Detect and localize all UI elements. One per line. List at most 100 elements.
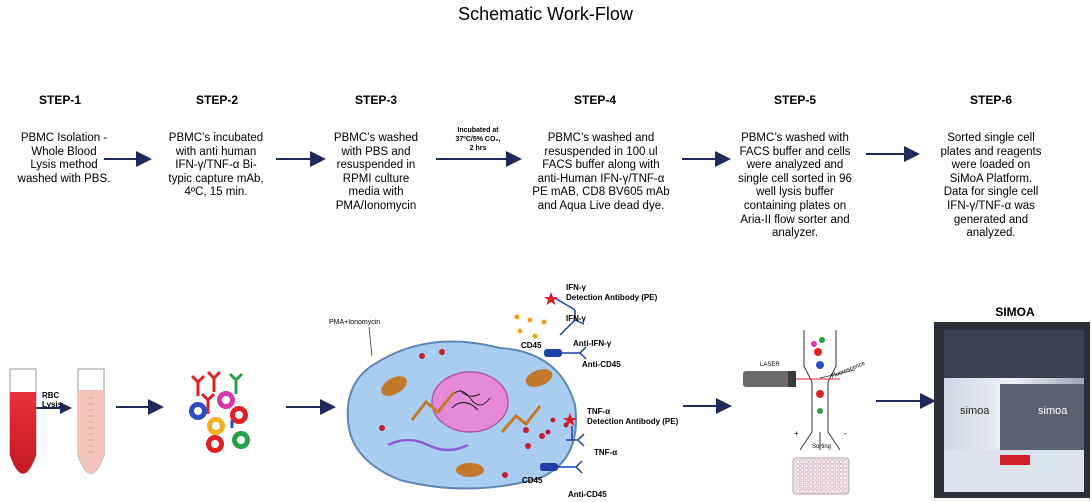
ifn-label: IFN-γ xyxy=(566,314,587,323)
well xyxy=(822,476,826,481)
well xyxy=(822,484,826,489)
well xyxy=(839,489,843,493)
well xyxy=(830,464,835,468)
well xyxy=(822,480,826,485)
well xyxy=(839,484,843,489)
well xyxy=(809,476,813,481)
well xyxy=(809,480,813,485)
tnf-detection-label-1: TNF-α xyxy=(587,407,610,416)
well xyxy=(809,464,813,468)
well xyxy=(813,460,817,464)
well xyxy=(826,468,830,472)
pbmc-cells-icon xyxy=(189,370,250,453)
well xyxy=(822,460,826,464)
well xyxy=(830,468,835,472)
page-title: Schematic Work-Flow xyxy=(458,4,633,24)
well xyxy=(800,464,804,468)
well xyxy=(804,489,809,493)
well xyxy=(843,464,847,468)
well xyxy=(835,476,839,481)
well xyxy=(813,464,817,468)
incubation-note: Incubated at 37ºC/5% CO₂, 2 hrs xyxy=(455,127,501,152)
well xyxy=(830,460,835,464)
well xyxy=(822,464,826,468)
well xyxy=(826,484,830,489)
well xyxy=(796,489,800,493)
plus-label: + xyxy=(794,429,799,438)
well xyxy=(804,480,809,485)
well xyxy=(804,476,809,481)
well xyxy=(813,489,817,493)
well xyxy=(809,460,813,464)
cd45-top-label: CD45 xyxy=(521,341,542,350)
well xyxy=(817,476,822,481)
well xyxy=(830,489,835,493)
well xyxy=(817,472,822,476)
well xyxy=(839,476,843,481)
well xyxy=(796,468,800,472)
well xyxy=(817,484,822,489)
well xyxy=(796,480,800,485)
well xyxy=(817,464,822,468)
flow-sorter-icon: LASER Fluorescence + - Sorting xyxy=(743,330,867,451)
well xyxy=(830,484,835,489)
well xyxy=(843,476,847,481)
well xyxy=(843,480,847,485)
well xyxy=(843,468,847,472)
simoa-label: SIMOA xyxy=(995,305,1035,319)
well xyxy=(839,480,843,485)
well xyxy=(800,468,804,472)
step-6-label: STEP-6 xyxy=(969,93,1012,107)
pe-star-icon-top xyxy=(544,292,558,305)
well xyxy=(800,484,804,489)
well xyxy=(817,468,822,472)
well xyxy=(800,476,804,481)
well xyxy=(813,468,817,472)
pe-star-icon-bottom xyxy=(563,413,577,426)
well xyxy=(826,489,830,493)
well xyxy=(830,480,835,485)
simoa-brand-text-left: simoa xyxy=(960,405,990,417)
stimulated-cell-icon xyxy=(346,340,577,490)
well xyxy=(843,489,847,493)
well xyxy=(800,489,804,493)
well xyxy=(800,460,804,464)
well xyxy=(813,472,817,476)
well xyxy=(796,460,800,464)
lysed-tube-icon xyxy=(77,368,105,474)
well xyxy=(826,472,830,476)
well xyxy=(804,464,809,468)
anti-cd45-bottom-label: Anti-CD45 xyxy=(568,490,607,499)
well xyxy=(835,489,839,493)
well xyxy=(835,464,839,468)
well xyxy=(830,476,835,481)
cd45-bottom-label: CD45 xyxy=(522,476,543,485)
well xyxy=(839,464,843,468)
well xyxy=(835,472,839,476)
step-2-label: STEP-2 xyxy=(195,93,238,107)
well xyxy=(843,460,847,464)
well xyxy=(826,464,830,468)
well xyxy=(809,484,813,489)
well xyxy=(822,472,826,476)
well xyxy=(843,484,847,489)
well xyxy=(796,484,800,489)
well xyxy=(813,480,817,485)
well-plate-icon xyxy=(792,457,850,495)
simoa-instrument-icon: simoa simoa xyxy=(934,322,1090,498)
well xyxy=(839,472,843,476)
well xyxy=(835,468,839,472)
well xyxy=(817,460,822,464)
membrane-antibodies xyxy=(514,292,587,474)
well xyxy=(839,468,843,472)
well xyxy=(796,472,800,476)
well xyxy=(826,480,830,485)
well xyxy=(809,468,813,472)
well xyxy=(822,468,826,472)
